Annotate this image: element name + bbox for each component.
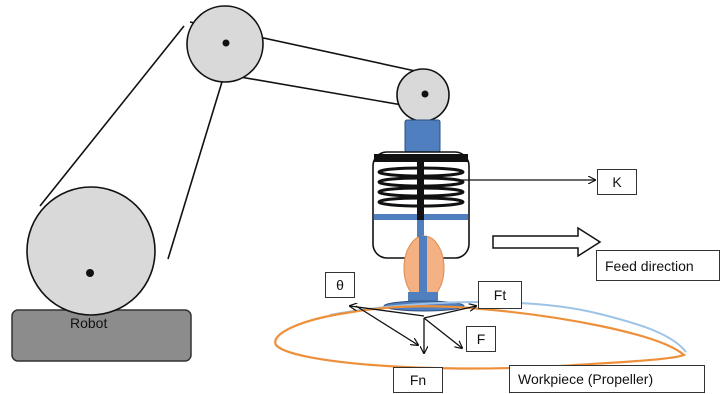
feed-direction-label-box: Feed direction	[596, 250, 720, 281]
f-arrow	[423, 317, 462, 348]
robot-label: Robot	[70, 315, 108, 331]
fn-label-box: Fn	[393, 367, 443, 393]
compliant-spring-housing	[372, 151, 470, 260]
theta-arrow	[355, 305, 418, 345]
ft-direction-arrow	[423, 306, 476, 319]
theta-label-box: θ	[325, 272, 355, 298]
lower-pulley	[26, 186, 156, 316]
upper-pulley	[186, 5, 264, 83]
workpiece-label-box: Workpiece (Propeller)	[509, 365, 705, 393]
force-vectors	[350, 306, 476, 353]
feed-direction-arrow	[492, 226, 602, 258]
ft-label-box: Ft	[478, 281, 522, 309]
wrist-connector	[404, 119, 441, 153]
f-label-box: F	[466, 326, 496, 352]
ft-arrow	[350, 306, 425, 317]
k-label-box: K	[597, 169, 637, 195]
end-pulley	[396, 68, 450, 122]
